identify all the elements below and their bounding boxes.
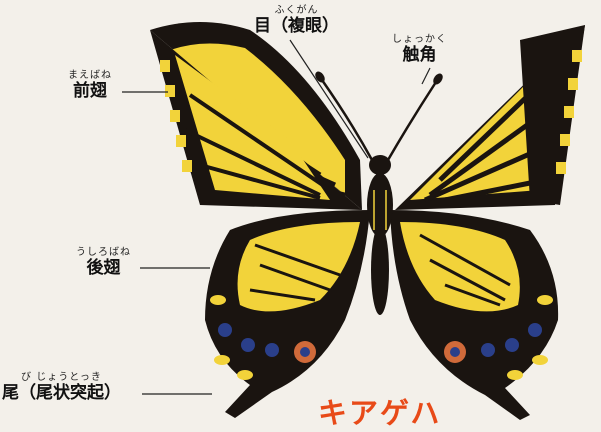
hindwing-ruby: うしろばね — [76, 247, 131, 258]
right-hindwing — [390, 210, 558, 420]
butterfly-body — [367, 155, 393, 315]
hindwing-text: 後翅 — [76, 258, 131, 278]
compound-eye-label: ふくがん 目（複眼） — [254, 5, 339, 36]
antenna-label: しょっかく 触角 — [392, 34, 447, 65]
species-title: キアゲハ — [318, 390, 441, 432]
antenna-ruby: しょっかく — [392, 34, 447, 45]
forewing-ruby: まえばね — [68, 70, 112, 81]
tail-label: び じょうとっき 尾（尾状突起） — [2, 372, 121, 403]
forewing-label: まえばね 前翅 — [68, 70, 112, 101]
antenna-pointer — [422, 68, 430, 84]
left-hindwing — [205, 210, 370, 418]
tail-ruby: び じょうとっき — [2, 372, 121, 383]
hindwing-label: うしろばね 後翅 — [76, 247, 131, 278]
compound-eye-text: 目（複眼） — [254, 16, 339, 36]
antenna-text: 触角 — [392, 45, 447, 65]
tail-text: 尾（尾状突起） — [2, 383, 121, 403]
compound-eye-ruby: ふくがん — [254, 5, 339, 16]
forewing-text: 前翅 — [68, 81, 112, 101]
left-forewing — [150, 22, 362, 210]
